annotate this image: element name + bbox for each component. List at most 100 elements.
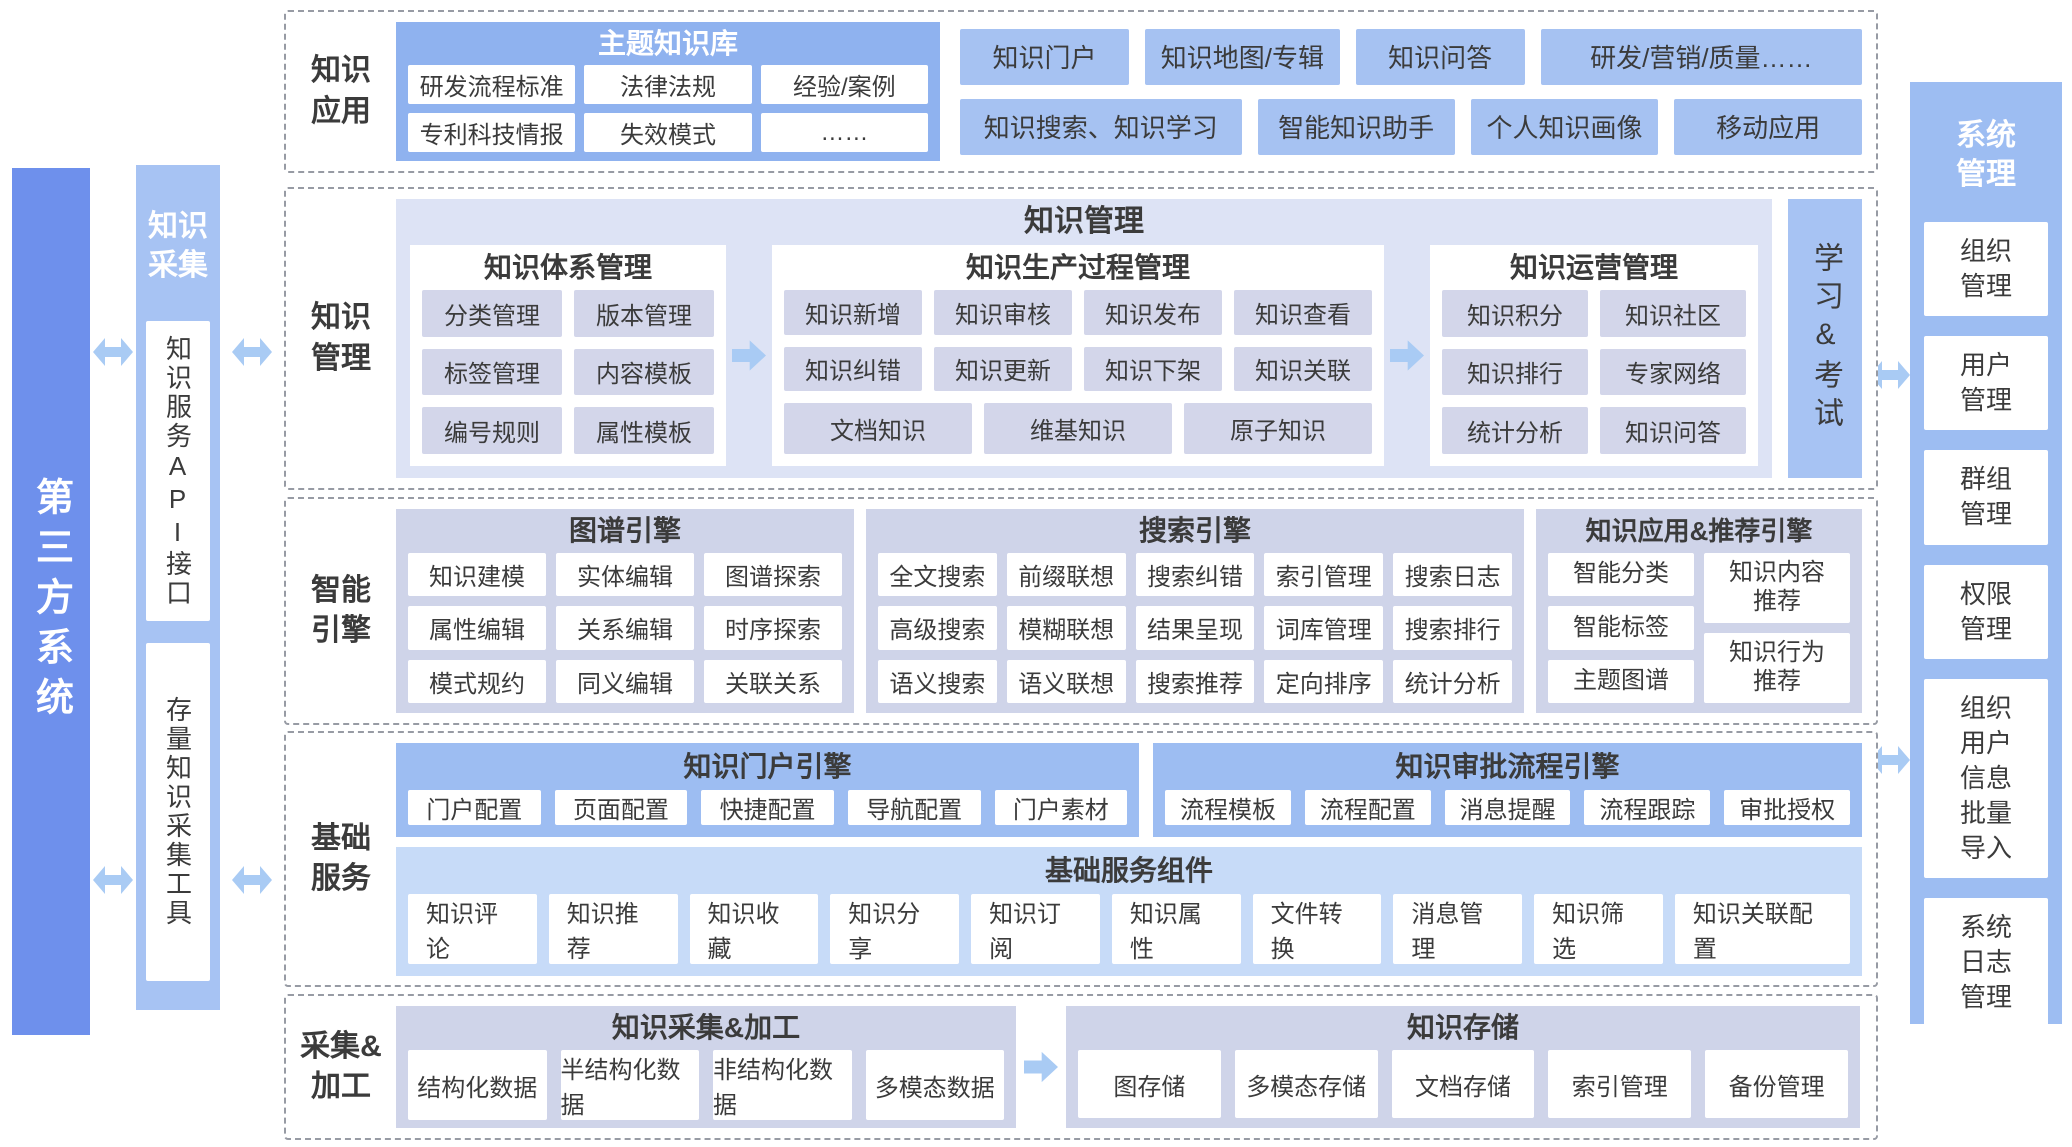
double-arrow-icon bbox=[93, 866, 133, 894]
module-chip: 原子知识 bbox=[1184, 403, 1372, 454]
module-chip: 知识筛选 bbox=[1534, 894, 1663, 964]
knowledge-storage-group: 知识存储 图存储多模态存储文档存储索引管理备份管理 bbox=[1066, 1006, 1860, 1128]
module-chip: 门户配置 bbox=[408, 790, 541, 825]
module-chip: 高级搜索 bbox=[878, 606, 997, 650]
module-chip: 搜索日志 bbox=[1393, 553, 1512, 597]
module-chip: 智能标签 bbox=[1548, 606, 1694, 650]
knowledge-service-api-box: 知识服务API接口 bbox=[146, 321, 210, 621]
module-chip: 统计分析 bbox=[1442, 407, 1588, 454]
module-chip: 知识更新 bbox=[934, 346, 1072, 392]
right-arrow-icon bbox=[1390, 340, 1424, 371]
topic-kb-item: 法律法规 bbox=[584, 65, 752, 104]
module-chip: 知识分享 bbox=[830, 894, 960, 964]
system-management-bar: 系统 管理 组织 管理用户 管理群组 管理权限 管理组织 用户 信息 批量 导入… bbox=[1910, 82, 2062, 1028]
knowledge-management-panel-title: 知识管理 bbox=[1024, 205, 1144, 238]
module-chip: 同义编辑 bbox=[556, 659, 694, 703]
search-engine-group: 搜索引擎 全文搜索前缀联想搜索纠错索引管理搜索日志高级搜索模糊联想结果呈现词库管… bbox=[866, 509, 1524, 713]
right-arrow-icon bbox=[732, 340, 766, 371]
system-management-item: 群组 管理 bbox=[1924, 450, 2048, 545]
band-label-base-service: 基础 服务 bbox=[311, 821, 371, 896]
module-chip: 知识收藏 bbox=[689, 894, 819, 964]
module-chip: 主题图谱 bbox=[1548, 659, 1694, 703]
module-chip: 消息提醒 bbox=[1444, 790, 1571, 825]
module-chip: 关系编辑 bbox=[556, 606, 694, 650]
band-base-service: 基础 服务 知识门户引擎 门户配置页面配置快捷配置导航配置门户素材 知识审批流程… bbox=[284, 731, 1878, 987]
app-entry: 移动应用 bbox=[1674, 98, 1862, 155]
module-chip: 知识关联配置 bbox=[1674, 894, 1851, 964]
knowledge-collection-title: 知识 采集 bbox=[148, 210, 208, 282]
module-chip: 实体编辑 bbox=[556, 553, 694, 597]
knowledge-collection-bar: 知识 采集 知识服务API接口 存量知识采集工具 bbox=[136, 165, 220, 1010]
approval-flow-engine-group: 知识审批流程引擎 流程模板流程配置消息提醒流程跟踪审批授权 bbox=[1153, 743, 1862, 837]
module-chip: 标签管理 bbox=[422, 348, 562, 396]
module-chip: 流程配置 bbox=[1304, 790, 1431, 825]
module-chip: 搜索排行 bbox=[1393, 606, 1512, 650]
learning-exam-bar: 学习&考试 bbox=[1788, 199, 1862, 478]
double-arrow-icon bbox=[232, 866, 272, 894]
module-chip: 知识评论 bbox=[408, 894, 537, 964]
app-entry: 知识地图/专辑 bbox=[1145, 28, 1340, 85]
topic-kb-item: 经验/案例 bbox=[760, 65, 928, 104]
module-chip: 半结构化数据 bbox=[560, 1050, 699, 1120]
module-chip: 知识问答 bbox=[1600, 407, 1746, 454]
module-chip: 知识查看 bbox=[1234, 290, 1372, 335]
module-chip: 模式规约 bbox=[408, 659, 546, 703]
module-chip: 分类管理 bbox=[422, 290, 562, 337]
module-chip: 结果呈现 bbox=[1135, 606, 1255, 650]
module-chip: 统计分析 bbox=[1393, 659, 1512, 703]
module-chip: 知识纠错 bbox=[784, 346, 922, 392]
third-party-system-bar: 第三方系统 bbox=[12, 168, 90, 1035]
module-chip: 版本管理 bbox=[574, 290, 714, 337]
module-chip: 语义联想 bbox=[1006, 659, 1126, 703]
module-chip: 属性模板 bbox=[574, 407, 714, 454]
module-chip: 文档知识 bbox=[784, 403, 972, 454]
module-chip: 知识属性 bbox=[1111, 894, 1241, 964]
module-chip: 知识订阅 bbox=[971, 894, 1100, 964]
module-chip: 页面配置 bbox=[554, 790, 688, 825]
module-chip: 搜索纠错 bbox=[1135, 553, 1255, 597]
module-chip: 时序探索 bbox=[704, 606, 842, 650]
module-chip: 流程跟踪 bbox=[1584, 790, 1711, 825]
module-chip: 知识排行 bbox=[1442, 348, 1588, 396]
portal-engine-group: 知识门户引擎 门户配置页面配置快捷配置导航配置门户素材 bbox=[396, 743, 1140, 837]
module-chip: 多模态数据 bbox=[865, 1050, 1004, 1120]
knowledge-management-panel: 知识管理 知识体系管理 分类管理版本管理标签管理内容模板编号规则属性模板 知识生… bbox=[396, 199, 1772, 478]
module-chip: 内容模板 bbox=[574, 348, 714, 396]
app-entry: 智能知识助手 bbox=[1257, 98, 1455, 155]
module-chip: 知识关联 bbox=[1234, 346, 1372, 392]
module-chip: 门户素材 bbox=[994, 790, 1128, 825]
module-chip: 文件转换 bbox=[1252, 894, 1382, 964]
module-chip: 索引管理 bbox=[1548, 1050, 1692, 1118]
recommend-engine-group: 知识应用&推荐引擎 智能分类智能标签主题图谱 知识内容 推荐知识行为 推荐 bbox=[1536, 509, 1862, 713]
module-chip: 搜索推荐 bbox=[1135, 659, 1255, 703]
module-chip: 流程模板 bbox=[1165, 790, 1291, 825]
app-entry: 知识搜索、知识学习 bbox=[960, 98, 1242, 155]
knowledge-collect-process-group: 知识采集&加工 结构化数据半结构化数据非结构化数据多模态数据 bbox=[396, 1006, 1016, 1128]
base-service-components-group: 基础服务组件 知识评论知识推荐知识收藏知识分享知识订阅知识属性文件转换消息管理知… bbox=[396, 847, 1862, 976]
app-entry: 知识问答 bbox=[1355, 28, 1525, 85]
topic-kb-item: 研发流程标准 bbox=[408, 65, 576, 104]
module-chip: 编号规则 bbox=[422, 407, 562, 454]
group-production-process-mgmt: 知识生产过程管理 知识新增知识审核知识发布知识查看知识纠错知识更新知识下架知识关… bbox=[772, 245, 1384, 466]
group-knowledge-system-mgmt: 知识体系管理 分类管理版本管理标签管理内容模板编号规则属性模板 bbox=[410, 245, 726, 466]
system-management-item: 组织 用户 信息 批量 导入 bbox=[1924, 678, 2048, 879]
system-management-item: 用户 管理 bbox=[1924, 336, 2048, 431]
group-knowledge-operation-mgmt: 知识运营管理 知识积分知识社区知识排行专家网络统计分析知识问答 bbox=[1430, 245, 1758, 466]
module-chip: 多模态存储 bbox=[1234, 1050, 1378, 1118]
band-label-smart-engine: 智能 引擎 bbox=[311, 573, 371, 648]
module-chip: 知识发布 bbox=[1084, 290, 1222, 335]
topic-kb-item: …… bbox=[760, 113, 928, 152]
module-chip: 图存储 bbox=[1078, 1050, 1221, 1118]
module-chip: 知识行为 推荐 bbox=[1704, 633, 1850, 703]
module-chip: 专家网络 bbox=[1600, 348, 1746, 396]
module-chip: 前缀联想 bbox=[1006, 553, 1126, 597]
module-chip: 图谱探索 bbox=[704, 553, 842, 597]
knowledge-app-entries: 知识门户知识地图/专辑知识问答研发/营销/质量…… 知识搜索、知识学习智能知识助… bbox=[960, 22, 1862, 161]
module-chip: 审批授权 bbox=[1724, 790, 1851, 825]
band-smart-engine: 智能 引擎 图谱引擎 知识建模实体编辑图谱探索属性编辑关系编辑时序探索模式规约同… bbox=[284, 497, 1878, 725]
module-chip: 知识审核 bbox=[934, 290, 1072, 335]
module-chip: 知识新增 bbox=[784, 290, 922, 335]
topic-kb-item: 失效模式 bbox=[584, 113, 752, 152]
module-chip: 结构化数据 bbox=[408, 1050, 547, 1120]
